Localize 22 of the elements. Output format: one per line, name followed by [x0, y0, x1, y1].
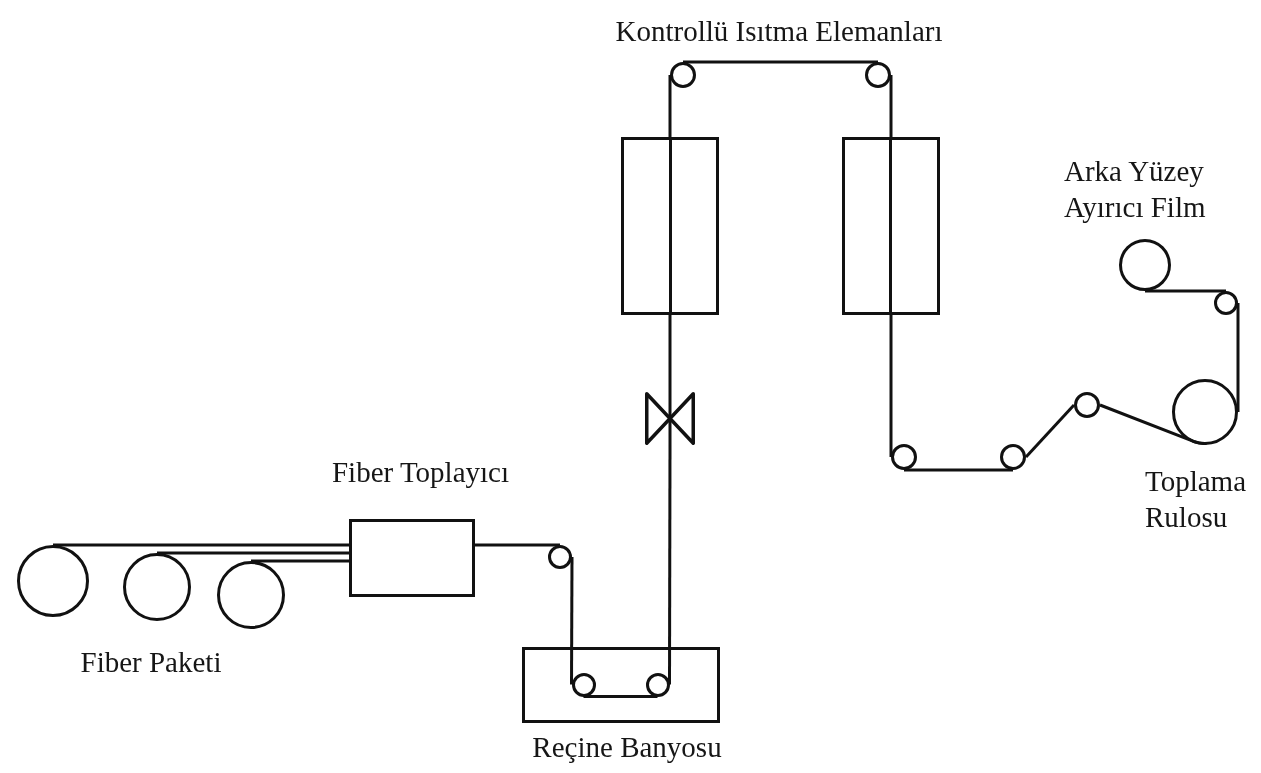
component-label: Fiber Paketi [80, 645, 222, 680]
component-label: Reçine Banyosu [532, 730, 722, 765]
fiber-line [251, 559, 349, 563]
fiber-line [1236, 303, 1240, 412]
fiber-line [583, 695, 658, 698]
fiber-line [53, 543, 349, 547]
fiber-line [668, 75, 672, 137]
component-label: Kontrollü Isıtma Elemanları [615, 14, 943, 49]
fiber-line [1145, 289, 1226, 293]
component-label: Arka Yüzey Ayırıcı Film [1064, 154, 1207, 225]
component-label: Toplama Rulosu [1145, 464, 1248, 535]
fiber-line [889, 75, 893, 137]
component-label: Fiber Toplayıcı [332, 455, 509, 490]
heating-element [621, 137, 719, 315]
fiber-line [157, 551, 349, 555]
fiber-line [889, 315, 893, 457]
fiber-line [570, 557, 574, 685]
heating-element [842, 137, 940, 315]
fiber-line [683, 60, 878, 64]
fiber-line [1024, 404, 1076, 458]
fiber-line [475, 543, 560, 547]
fiber-line [904, 468, 1013, 472]
